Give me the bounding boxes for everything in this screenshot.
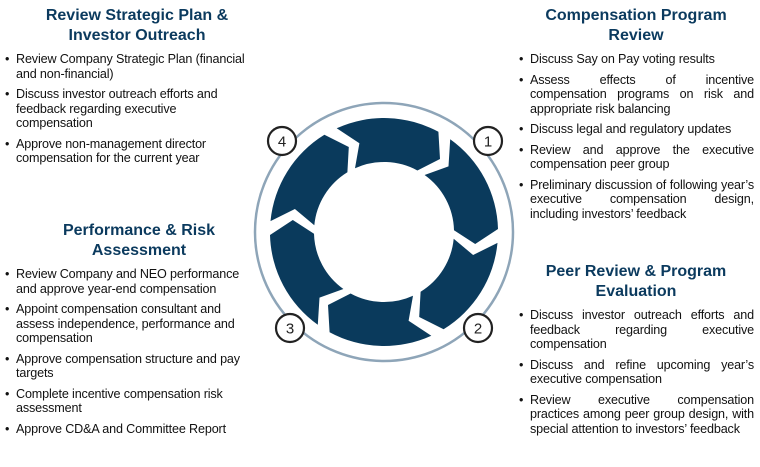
list-item: Review executive compensation practices …: [518, 393, 754, 437]
cycle-arrow-segment: [336, 118, 440, 171]
list-item: Appoint compensation consultant and asse…: [4, 302, 254, 346]
list-item: Discuss and refine upcoming year’s execu…: [518, 358, 754, 387]
section-heading: Compensation Program Review: [545, 7, 727, 44]
cycle-arrow-segment: [328, 293, 432, 346]
outer-ring: [253, 101, 515, 363]
svg-text:4: 4: [278, 134, 286, 151]
list-item: Discuss investor outreach efforts and fe…: [4, 87, 250, 131]
performance-risk-section: Performance & Risk Assessment Review Com…: [4, 221, 254, 442]
list-item: Preliminary discussion of following year…: [518, 178, 754, 222]
bullet-list: Review Company Strategic Plan (financial…: [4, 52, 250, 166]
list-item: Review Company and NEO performance and a…: [4, 267, 254, 296]
cycle-arrow-segment: [419, 238, 498, 330]
bullet-list: Review Company and NEO performance and a…: [4, 267, 254, 436]
bullet-list: Discuss investor outreach efforts and fe…: [518, 308, 754, 436]
list-item: Approve non-management director compensa…: [4, 137, 250, 166]
list-item: Approve compensation structure and pay t…: [4, 352, 254, 381]
annual-cycle-diagram: 1 2 3 4: [253, 101, 515, 363]
step-marker-1: 1: [472, 125, 504, 157]
section-heading: Performance & Risk Assessment: [62, 222, 216, 259]
list-item: Complete incentive compensation risk ass…: [4, 387, 254, 416]
svg-text:1: 1: [484, 134, 492, 151]
section-heading: Review Strategic Plan & Investor Outreac…: [45, 7, 229, 44]
section-heading: Peer Review & Program Evaluation: [545, 263, 727, 300]
compensation-program-review-section: Compensation Program Review Discuss Say …: [518, 6, 754, 227]
step-marker-3: 3: [274, 312, 306, 344]
peer-review-section: Peer Review & Program Evaluation Discuss…: [518, 262, 754, 442]
list-item: Discuss legal and regulatory updates: [518, 122, 754, 137]
svg-text:2: 2: [474, 321, 482, 338]
review-strategic-plan-section: Review Strategic Plan & Investor Outreac…: [4, 6, 250, 172]
cycle-arrow-segment: [270, 134, 349, 226]
step-marker-4: 4: [266, 125, 298, 157]
bullet-list: Discuss Say on Pay voting results Assess…: [518, 52, 754, 221]
svg-text:3: 3: [286, 321, 294, 338]
cycle-arrow-segment: [270, 220, 344, 325]
cycle-arrow-segment: [424, 139, 498, 244]
list-item: Review Company Strategic Plan (financial…: [4, 52, 250, 81]
step-marker-2: 2: [462, 312, 494, 344]
list-item: Assess effects of incentive compensation…: [518, 73, 754, 117]
list-item: Approve CD&A and Committee Report: [4, 422, 254, 437]
list-item: Discuss investor outreach efforts and fe…: [518, 308, 754, 352]
list-item: Discuss Say on Pay voting results: [518, 52, 754, 67]
list-item: Review and approve the executive compens…: [518, 143, 754, 172]
